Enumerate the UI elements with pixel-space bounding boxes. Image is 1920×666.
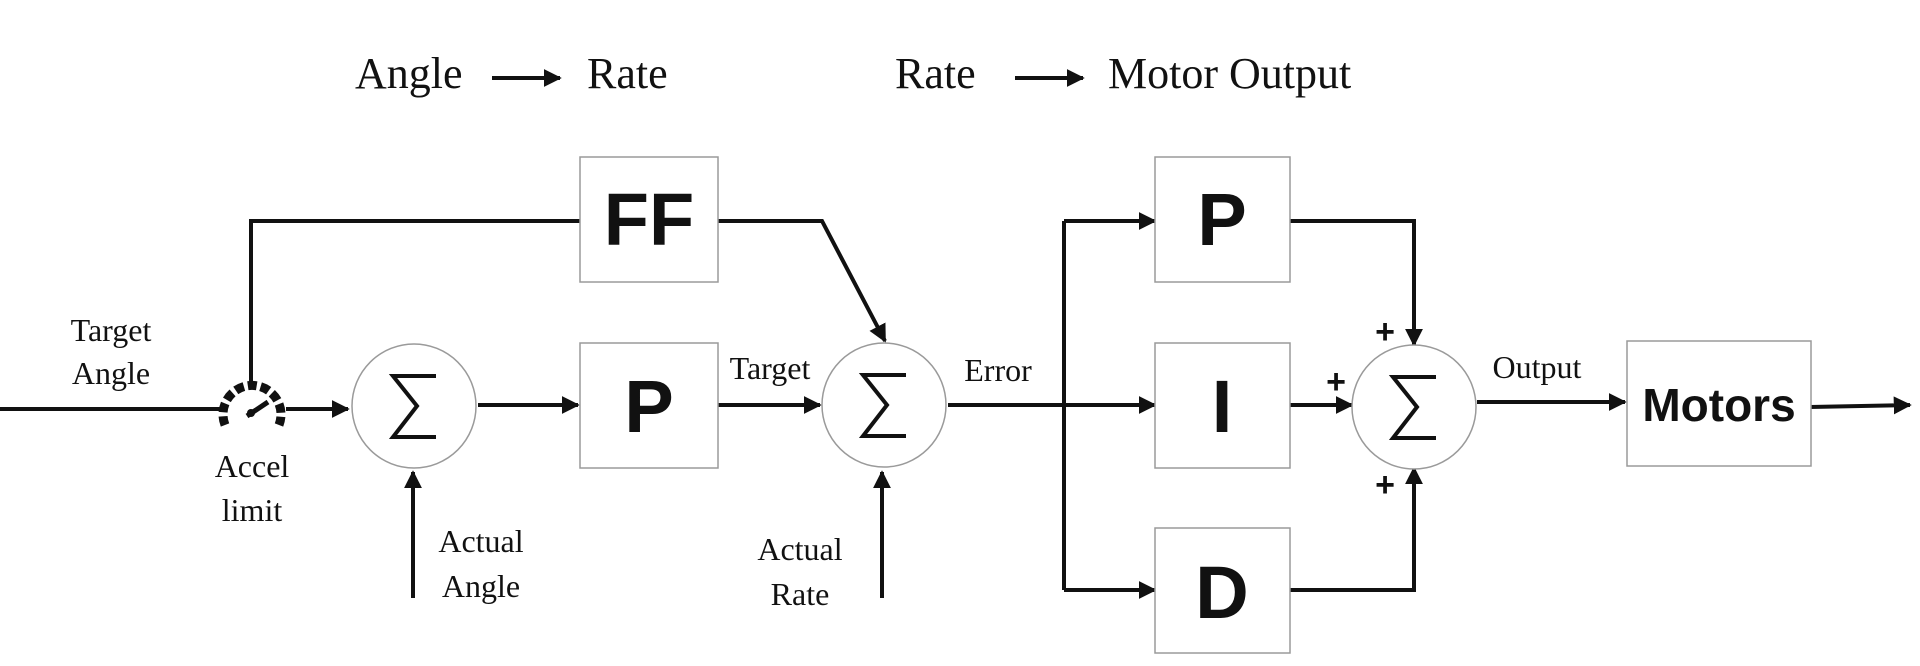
heading-motor-output: Motor Output (1108, 49, 1351, 98)
error-label: Error (964, 352, 1032, 388)
motors-block: Motors (1626, 340, 1812, 467)
ff-block: FF (579, 156, 719, 283)
gauge-icon (218, 380, 286, 427)
heading-rate-left: Rate (587, 49, 668, 98)
angle-p-block-label: P (624, 365, 673, 448)
plus-sign-top: + (1375, 313, 1395, 351)
wire-p-to-sum3 (1290, 219, 1423, 347)
sigma-icon (858, 373, 906, 438)
heading-rate-right: Rate (895, 49, 976, 98)
wire-d-to-sum3 (1290, 466, 1423, 592)
heading-angle: Angle (355, 49, 463, 98)
target-angle-label-line2: Angle (72, 355, 150, 391)
rate-d-block-label: D (1195, 551, 1248, 634)
angle-p-block: P (579, 342, 719, 469)
actual-angle-label-line1: Actual (438, 523, 523, 559)
wire-motors-output (1809, 396, 1912, 415)
accel-limit-label-line1: Accel (215, 448, 290, 484)
target-angle-label-line1: Target (71, 312, 152, 348)
plus-sign-left: + (1326, 363, 1346, 401)
wire-ff-to-sum2 (718, 219, 887, 343)
wire-ff-branch (249, 219, 580, 385)
output-label: Output (1493, 349, 1582, 385)
rate-i-block: I (1154, 342, 1291, 469)
actual-rate-label-line1: Actual (757, 531, 842, 567)
rate-p-block: P (1154, 156, 1291, 283)
target-rate-label: Target (730, 350, 811, 386)
rate-p-block-label: P (1197, 178, 1246, 261)
sigma-icon (388, 374, 436, 439)
sum-junction-1 (351, 343, 477, 469)
ff-block-label: FF (604, 178, 694, 261)
accel-limit-label-line2: limit (222, 492, 283, 528)
sum-junction-3 (1351, 344, 1477, 470)
rate-i-block-label: I (1212, 365, 1233, 448)
actual-rate-label-line2: Rate (771, 576, 830, 612)
actual-angle-label-line2: Angle (442, 568, 520, 604)
motors-block-label: Motors (1642, 379, 1795, 431)
sigma-icon (1388, 375, 1436, 440)
rate-d-block: D (1154, 527, 1291, 654)
plus-sign-bottom: + (1375, 466, 1395, 504)
sum-junction-2 (821, 342, 947, 468)
